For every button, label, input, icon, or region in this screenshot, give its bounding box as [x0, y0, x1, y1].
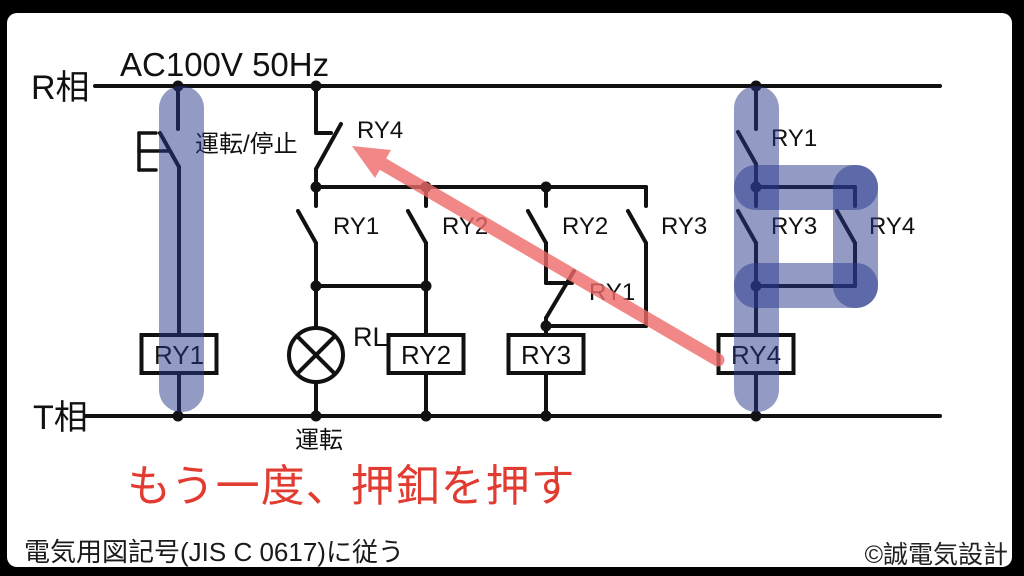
footer-standard-note: 電気用図記号(JIS C 0617)に従う	[24, 537, 404, 567]
ry3-contact-blade	[626, 209, 648, 245]
highlight-loop-right	[833, 165, 878, 308]
pointer-arrow	[352, 146, 725, 367]
t-phase-label: T相	[33, 399, 88, 437]
pushbutton-label: 運転/停止	[195, 131, 298, 158]
lamp-symbol	[287, 326, 345, 384]
lamp-caption: 運転	[295, 427, 343, 454]
ry2-contact-blade	[526, 209, 548, 245]
pointer-arrow-head	[352, 146, 391, 178]
ry2-coil-box	[386, 333, 466, 375]
junction-dots	[172, 80, 762, 422]
rung2-ry1-label: RY1	[333, 213, 379, 240]
footer-credit: ©誠電気設計	[865, 541, 1008, 569]
ry2-coil-label: RY2	[401, 340, 451, 370]
energized-path-highlight	[159, 86, 878, 412]
rung1-ry4-label: RY4	[357, 117, 403, 144]
lamp-label: RL	[353, 322, 388, 352]
supply-label: AC100V 50Hz	[120, 46, 329, 83]
r-phase-label: R相	[31, 69, 90, 107]
pointer-arrow-shaft	[374, 156, 725, 367]
ry3-coil-box	[506, 333, 586, 375]
highlight-left-branch	[159, 86, 204, 412]
ry2-contact-blade	[406, 209, 428, 245]
highlight-right-branch	[734, 86, 779, 412]
ry4-nc-blade	[314, 122, 343, 171]
rung3-ry2-label: RY2	[562, 213, 608, 240]
annotation-text: もう一度、押釦を押す	[127, 462, 576, 511]
ry1-contact-blade	[296, 209, 318, 245]
ry3-coil-label: RY3	[521, 340, 571, 370]
rung3-ry3-label: RY3	[661, 213, 707, 240]
